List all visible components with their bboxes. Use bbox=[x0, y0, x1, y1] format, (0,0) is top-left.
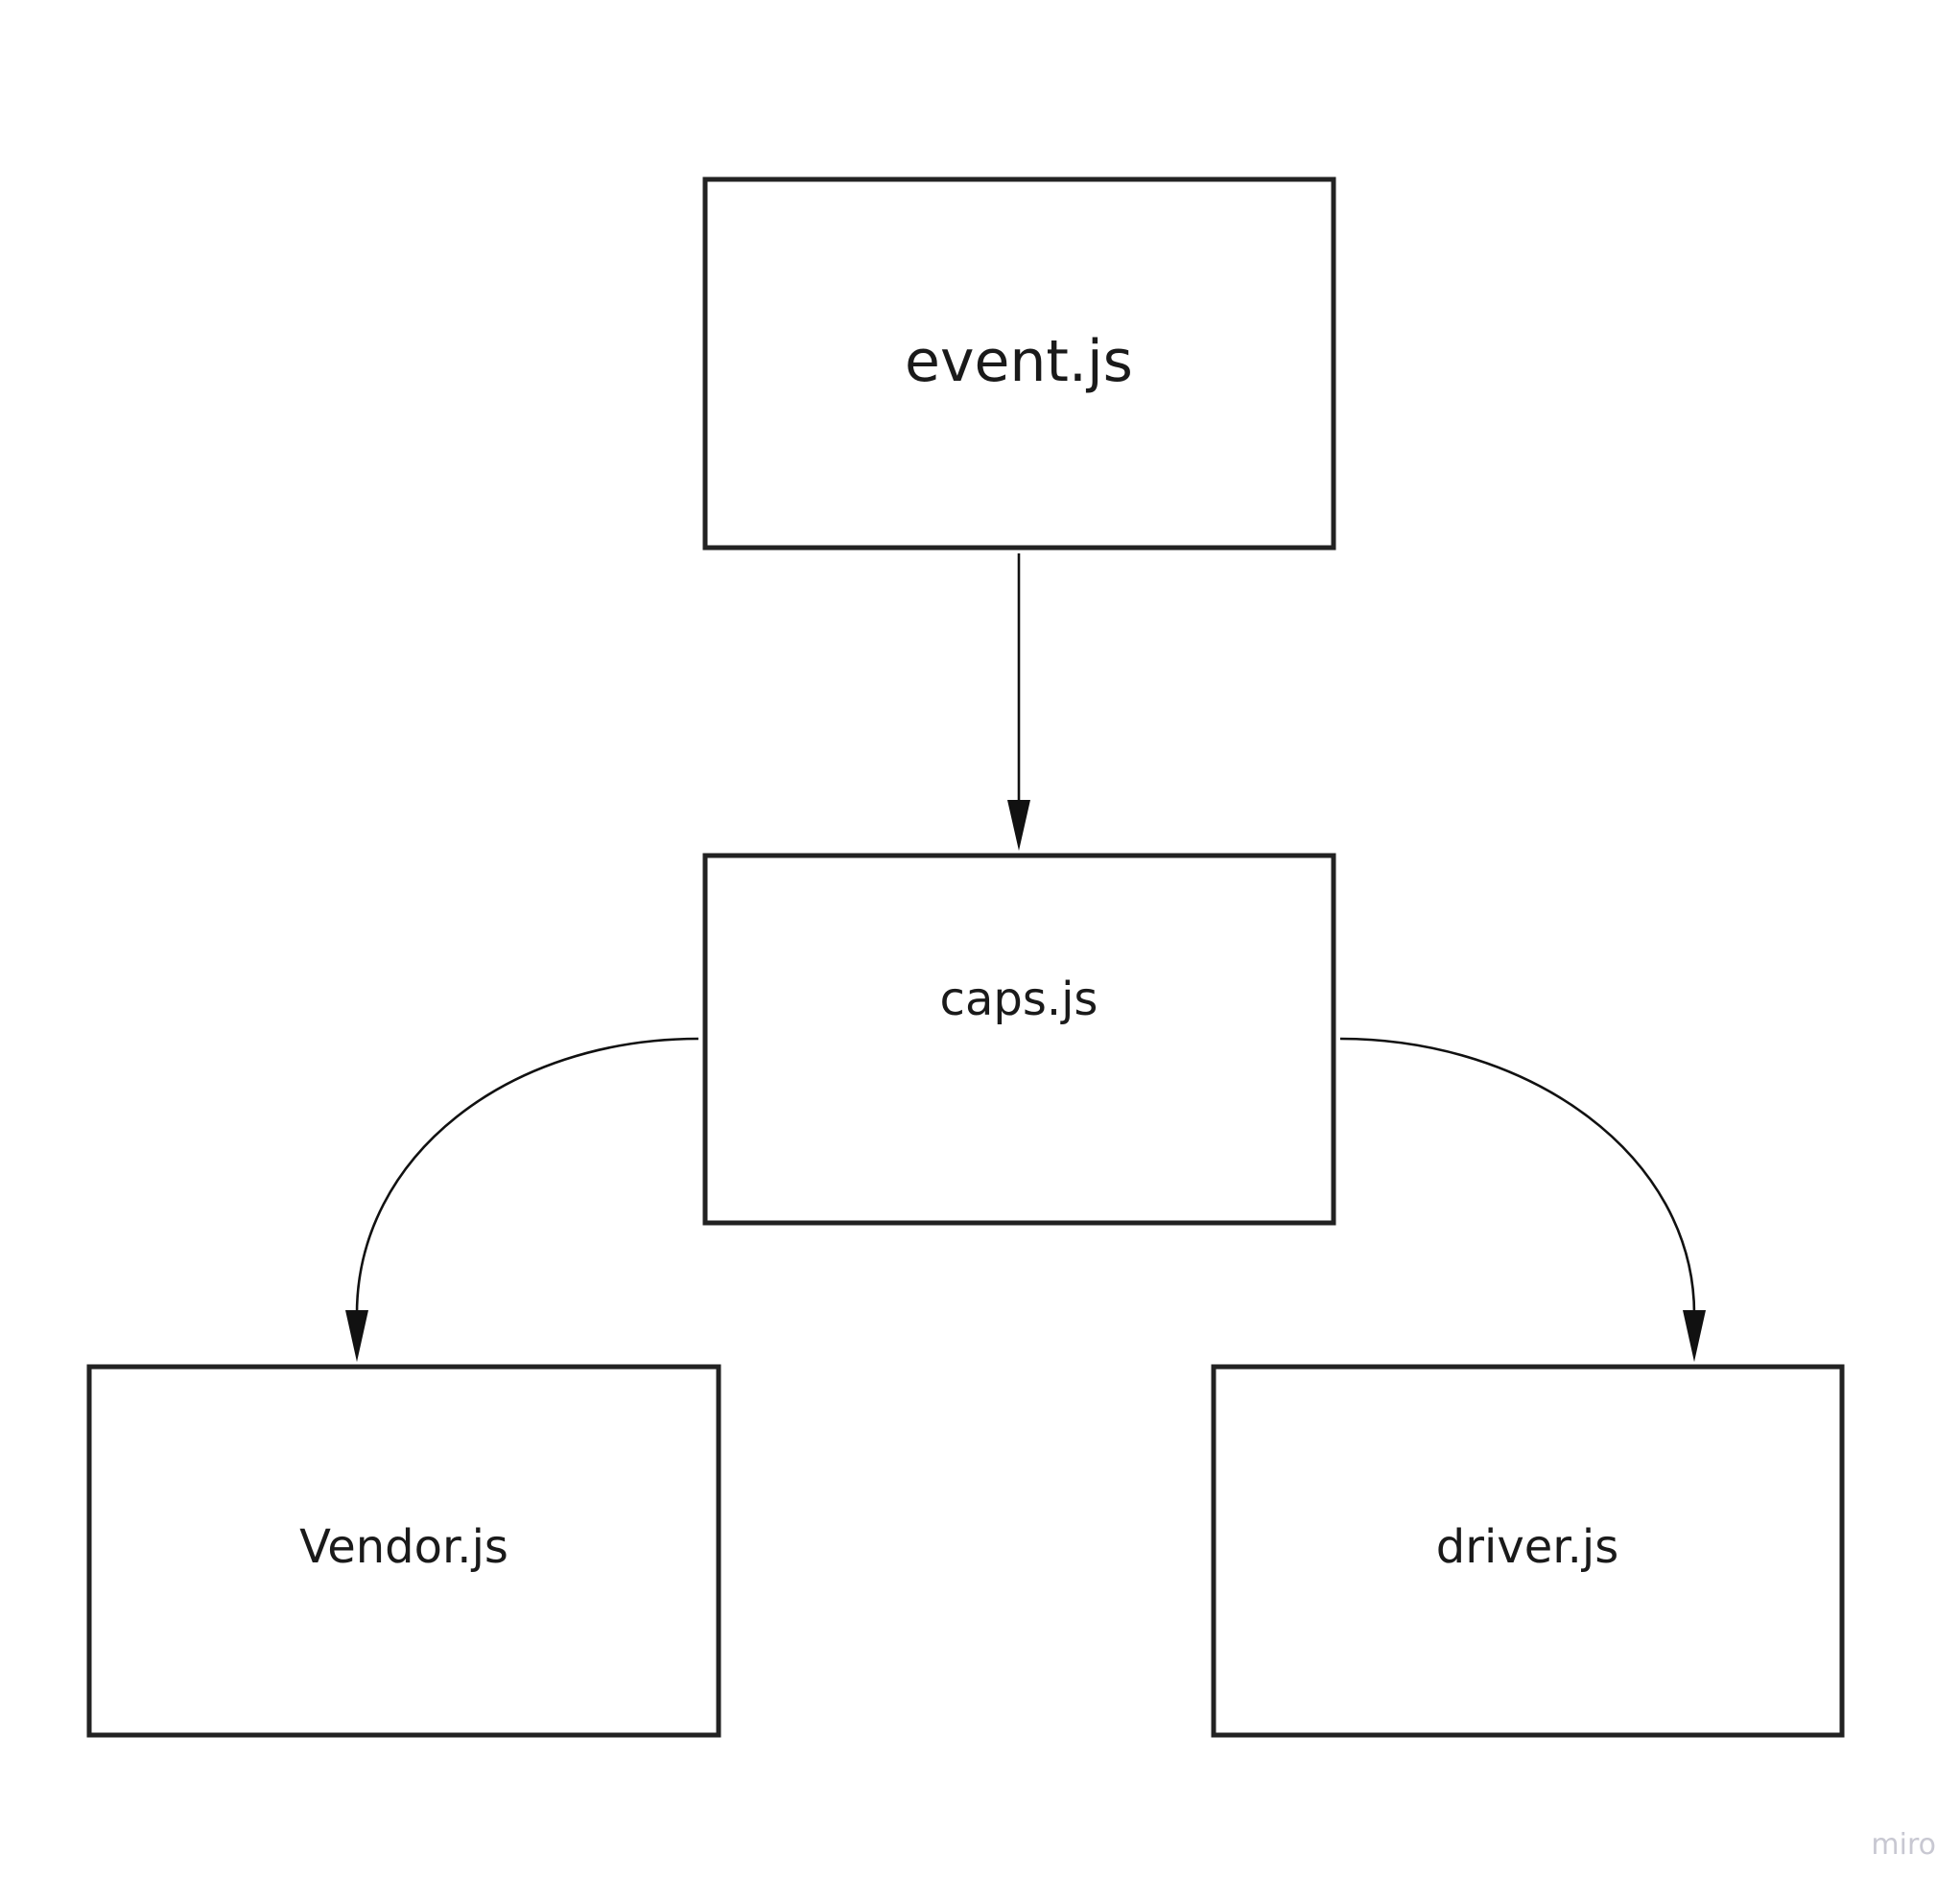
node-caps-js[interactable]: caps.js bbox=[702, 853, 1336, 1226]
node-event-js[interactable]: event.js bbox=[702, 176, 1336, 551]
node-label: driver.js bbox=[1436, 1520, 1618, 1574]
node-label: caps.js bbox=[940, 973, 1098, 1026]
arrowhead-icon bbox=[345, 1310, 368, 1362]
node-driver-js[interactable]: driver.js bbox=[1211, 1364, 1845, 1738]
edge-caps-to-driver bbox=[1339, 1037, 1706, 1362]
arrowhead-icon bbox=[1007, 800, 1030, 851]
miro-watermark: miro bbox=[1871, 1828, 1936, 1862]
node-vendor-js[interactable]: Vendor.js bbox=[86, 1364, 721, 1738]
edge-caps-to-vendor bbox=[345, 1037, 699, 1362]
node-label: event.js bbox=[905, 328, 1133, 395]
arrowhead-icon bbox=[1683, 1310, 1706, 1362]
node-label: Vendor.js bbox=[299, 1520, 508, 1574]
edge-event-to-caps bbox=[1007, 553, 1030, 851]
